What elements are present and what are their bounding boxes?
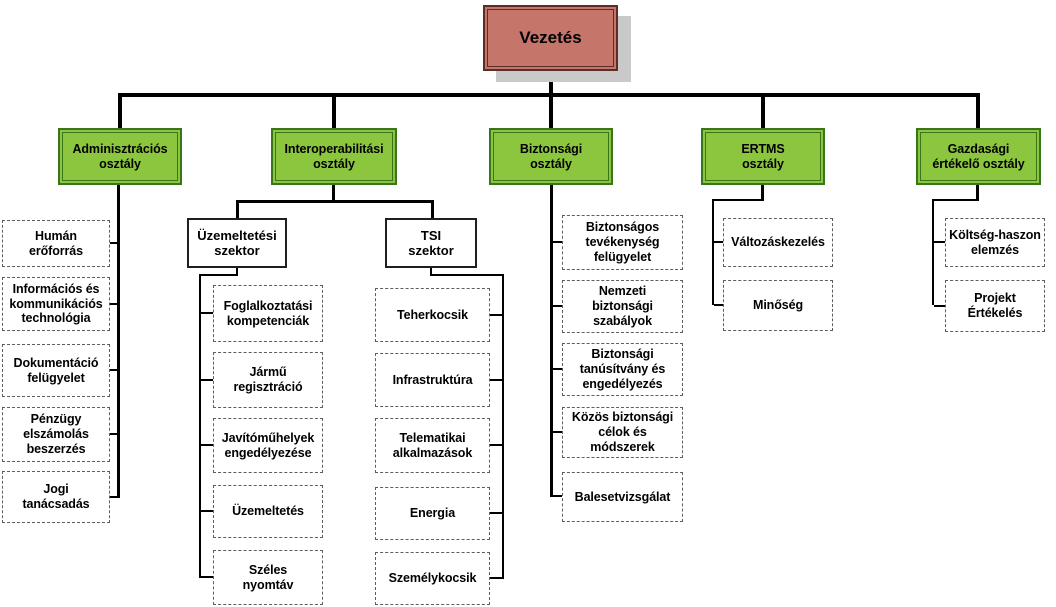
connector-line <box>431 202 434 218</box>
node-minoseg: Minőség <box>723 280 833 331</box>
node-dokumentacio-felugyelet: Dokumentáció felügyelet <box>2 344 110 397</box>
connector-line <box>761 95 765 128</box>
node-biztonsagos-tevekenyseg-felugyelet: Biztonságos tevékenység felügyelet <box>562 215 683 270</box>
connector-line <box>714 304 723 306</box>
node-jogi-tanacsadas: Jogi tanácsadás <box>2 471 110 523</box>
node-telematikai-alkalmazasok: Telematikai alkalmazások <box>375 418 490 473</box>
node-foglalkoztatasi-kompetenciak: Foglalkoztatási kompetenciák <box>213 285 323 342</box>
node-tsi-szektor: TSI szektor <box>385 218 477 268</box>
connector-line <box>236 202 239 218</box>
connector-line <box>199 274 238 276</box>
connector-line <box>110 369 119 371</box>
connector-line <box>553 305 562 307</box>
node-balesetvizsgalat: Balesetvizsgálat <box>562 472 683 522</box>
connector-line <box>553 241 562 243</box>
connector-line <box>761 185 764 201</box>
connector-line <box>110 242 119 244</box>
node-informacios-kommunikacios-technologia: Információs és kommunikációs technológia <box>2 277 110 331</box>
node-teherkocsik: Teherkocsik <box>375 288 490 342</box>
connector-line <box>118 95 122 128</box>
connector-line <box>553 368 562 370</box>
node-ertms-osztaly: ERTMS osztály <box>701 128 825 185</box>
node-jarmu-regisztracio: Jármű regisztráció <box>213 352 323 408</box>
node-adminisztracios-osztaly: Adminisztrációs osztály <box>58 128 182 185</box>
node-valtozaskezeles: Változáskezelés <box>723 218 833 267</box>
connector-line <box>199 312 213 314</box>
node-koltseg-haszon-elemzes: Költség-haszon elemzés <box>945 218 1045 267</box>
connector-line <box>976 95 980 128</box>
connector-line <box>490 314 502 316</box>
connector-line <box>199 444 213 446</box>
connector-line <box>553 431 562 433</box>
connector-line <box>712 199 714 305</box>
connector-line <box>199 510 213 512</box>
connector-line <box>932 199 934 305</box>
node-human-eroforras: Humán erőforrás <box>2 220 110 267</box>
node-nemzeti-biztonsagi-szabalyok: Nemzeti biztonsági szabályok <box>562 280 683 333</box>
connector-line <box>236 268 238 276</box>
connector-line <box>110 496 119 498</box>
connector-line <box>332 95 336 128</box>
connector-line <box>110 433 119 435</box>
node-kozos-biztonsagi-celok-modszerek: Közös biztonsági célok és módszerek <box>562 407 683 458</box>
node-uzemeltetesi-szektor: Üzemeltetési szektor <box>187 218 287 268</box>
connector-line <box>550 185 553 497</box>
node-penzugy-elszamolas-beszerzes: Pénzügy elszámolás beszerzés <box>2 407 110 462</box>
connector-line <box>430 274 504 276</box>
connector-line <box>490 577 502 579</box>
connector-line <box>332 185 335 202</box>
connector-line <box>490 379 502 381</box>
node-szemelykocsik: Személykocsik <box>375 552 490 605</box>
connector-line <box>553 495 562 497</box>
node-vezetes: Vezetés <box>483 5 618 71</box>
node-uzemeltetes: Üzemeltetés <box>213 485 323 538</box>
node-biztonsagi-osztaly: Biztonsági osztály <box>489 128 613 185</box>
connector-line <box>549 71 553 95</box>
node-energia: Energia <box>375 487 490 540</box>
connector-line <box>430 268 432 276</box>
connector-line <box>117 185 120 498</box>
connector-line <box>934 241 945 243</box>
node-gazdasagi-ertekelo-osztaly: Gazdasági értékelő osztály <box>916 128 1041 185</box>
connector-line <box>236 200 434 203</box>
connector-line <box>199 576 213 578</box>
connector-line <box>934 305 945 307</box>
connector-line <box>199 274 201 578</box>
connector-line <box>110 303 119 305</box>
connector-line <box>712 199 764 201</box>
connector-line <box>976 185 979 201</box>
node-biztonsagi-tanusitvany-engedelyezes: Biztonsági tanúsítvány és engedélyezés <box>562 343 683 396</box>
node-projekt-ertekeles: Projekt Értékelés <box>945 280 1045 332</box>
connector-line <box>502 274 504 579</box>
node-szeles-nyomtav: Széles nyomtáv <box>213 550 323 605</box>
connector-line <box>714 241 723 243</box>
node-infrastruktura: Infrastruktúra <box>375 353 490 407</box>
connector-line <box>199 379 213 381</box>
node-javitomuhelyek-engedelyezese: Javítóműhelyek engedélyezése <box>213 418 323 473</box>
node-interoperabilitasi-osztaly: Interoperabilitási osztály <box>271 128 397 185</box>
connector-line <box>490 444 502 446</box>
connector-line <box>932 199 978 201</box>
connector-line <box>490 512 502 514</box>
connector-line <box>549 95 553 128</box>
